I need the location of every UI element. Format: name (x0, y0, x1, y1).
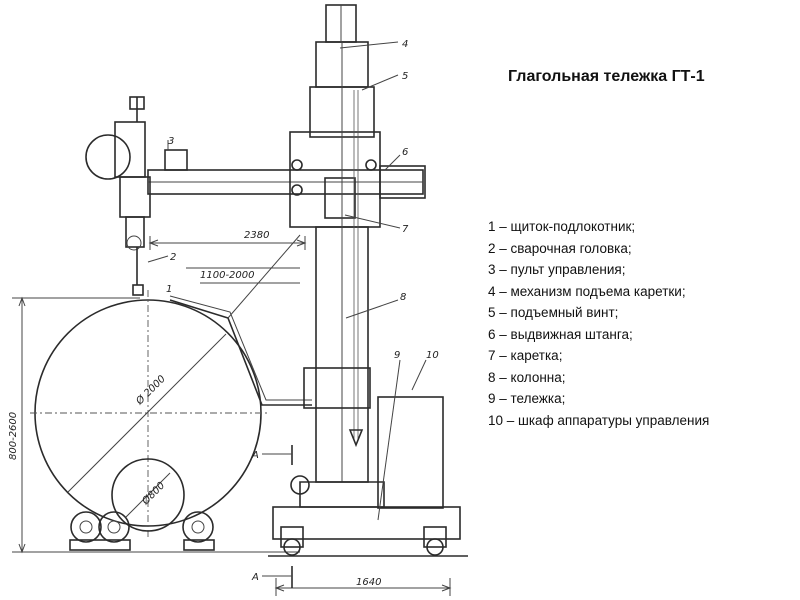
legend-item-7: 7 – каретка; (488, 348, 563, 363)
welding-head (85, 96, 169, 296)
support-rollers (20, 511, 300, 553)
callout-8: 8 (400, 292, 406, 303)
control-cabinet (377, 396, 444, 509)
height-dimension (12, 296, 140, 554)
callout-7: 7 (402, 224, 409, 235)
legend-item-2: 2 – сварочная головка; (488, 240, 632, 256)
dim-height: 800-2600 (8, 412, 19, 460)
dim-drum-diameter: Ø 2000 (133, 373, 168, 408)
callout-5: 5 (402, 71, 408, 82)
dim-boom-length: 2380 (244, 230, 269, 241)
boom-rod (147, 149, 426, 250)
legend-list: 1 – щиток-подлокотник; 2 – сварочная гол… (488, 216, 709, 431)
legend-item-4: 4 – механизм подъема каретки; (488, 283, 686, 299)
legend-item-9: 9 – тележка; (488, 391, 566, 406)
callout-10: 10 (426, 350, 439, 361)
callout-6: 6 (402, 147, 408, 158)
callout-leaders (167, 41, 427, 521)
callout-4: 4 (402, 39, 408, 50)
dim-base-width: 1640 (356, 577, 381, 588)
legend-item-3: 3 – пульт управления; (488, 262, 626, 277)
callout-9: 9 (394, 350, 400, 361)
section-mark-upper: А (251, 450, 259, 461)
legend-item-6: 6 – выдвижная штанга; (488, 326, 633, 342)
section-mark-lower: А (251, 572, 259, 583)
drum-workpiece (30, 290, 270, 540)
legend-item-5: 5 – подъемный винт; (488, 305, 619, 320)
legend-item-8: 8 – колонна; (488, 369, 566, 385)
dim-roller-diameter: Ø800 (139, 480, 167, 508)
legend-item-1: 1 – щиток-подлокотник; (488, 219, 636, 234)
trolley-base (268, 506, 468, 596)
callout-1: 1 (166, 284, 172, 295)
callout-3: 3 (168, 136, 174, 147)
legend-item-10: 10 – шкаф аппаратуры управления (488, 412, 710, 428)
armrest-shield (169, 234, 312, 406)
section-marks (262, 445, 293, 588)
diagram-title: Глагольная тележка ГТ-1 (508, 68, 705, 85)
column (289, 4, 385, 508)
dim-reach: 1100-2000 (200, 270, 255, 281)
callout-2: 2 (170, 252, 176, 263)
